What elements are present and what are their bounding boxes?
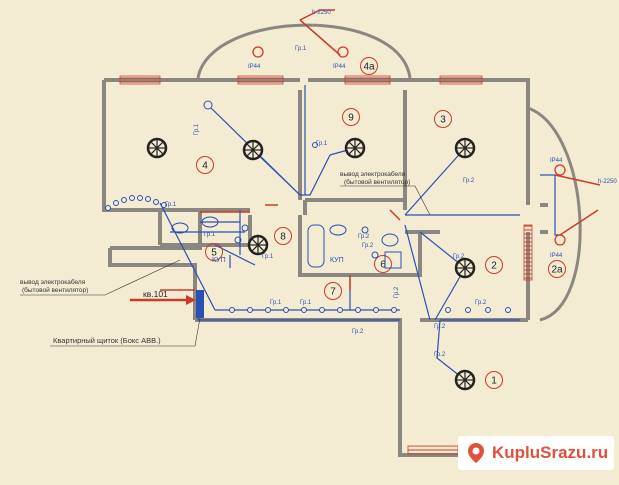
- label-gr1-f: Гр.1: [262, 254, 274, 260]
- lamps: [146, 137, 476, 391]
- red-cables: [160, 9, 601, 291]
- label-gr1-d: Гр.1: [165, 202, 177, 208]
- label-ip44-d: IP44: [550, 253, 563, 259]
- ceiling-lamp-icon: [454, 137, 476, 159]
- room-number: 6: [380, 260, 386, 271]
- label-ip44-a: IP44: [248, 64, 261, 70]
- ip44-lamps: [252, 46, 566, 246]
- room-marker-r3: 3: [434, 110, 452, 128]
- label-gr2-h: Гр.2: [434, 352, 446, 358]
- ceiling-lamp-icon: [146, 137, 168, 159]
- note-cable-line1: вывод электрокабеля: [20, 278, 86, 286]
- label-gr1-b: Гр.1: [194, 123, 200, 135]
- label-kup-b: КУП: [330, 257, 344, 264]
- room-marker-r1: 1: [485, 371, 503, 389]
- label-gr2-b: Гр.2: [358, 234, 370, 240]
- ceiling-lamp-icon: [247, 234, 269, 256]
- wiring: [159, 85, 560, 381]
- entry-arrow: [130, 295, 196, 305]
- label-gr1-a: Гр.1: [295, 46, 307, 52]
- label-gr1-e: Гр.1: [204, 232, 216, 238]
- ceiling-lamp-icon: [242, 139, 264, 161]
- note-cable-line2: (бытовой вентилятор): [22, 286, 88, 294]
- label-gr2-a: Гр.2: [463, 178, 475, 184]
- location-pin-icon: [468, 443, 484, 463]
- note-vent-line1: вывод электрокабеля: [340, 170, 406, 178]
- label-kup-a: КУП: [212, 257, 226, 264]
- label-gr2-e: Гр.2: [475, 300, 487, 306]
- room-marker-r2: 2: [485, 256, 503, 274]
- label-h2250-b: h-2250: [598, 179, 617, 185]
- apartment-panel: [196, 290, 204, 318]
- note-vent-line2: (бытовой вентилятор): [344, 178, 410, 186]
- label-gr2-d: Гр.2: [453, 254, 465, 260]
- label-gr2-i: Гр.2: [394, 286, 400, 298]
- room-number: 9: [348, 113, 354, 124]
- label-gr1-g: Гр.1: [270, 300, 282, 306]
- note-panel: Квартирный щиток (Бокс ABB.): [53, 336, 161, 345]
- room-marker-r4a: 4а: [360, 57, 378, 75]
- room-number: 2а: [551, 265, 563, 276]
- ceiling-lamp-icon: [454, 257, 476, 279]
- label-gr2-g: Гр.2: [434, 324, 446, 330]
- bay-4a: [196, 23, 412, 79]
- labels: Гр.1 IP44 IP44 h-2250 h-2250 IP44 IP44 Г…: [20, 10, 617, 358]
- watermark-text: KupluSrazu.ru: [492, 443, 609, 462]
- bay-2a: [527, 106, 582, 322]
- room-marker-r2a: 2а: [548, 260, 566, 278]
- room-number: 1: [491, 376, 497, 387]
- room-marker-r6: 6: [374, 255, 392, 273]
- label-ip44-b: IP44: [333, 64, 346, 70]
- room-marker-r8: 8: [274, 227, 292, 245]
- room-number: 8: [280, 232, 286, 243]
- ceiling-lamp-icon: [344, 137, 366, 159]
- room-number: 3: [440, 115, 446, 126]
- ceiling-lamp-icon: [454, 369, 476, 391]
- room-number: 4: [202, 161, 208, 172]
- label-gr2-f: Гр.2: [352, 329, 364, 335]
- room-number: 4а: [363, 62, 375, 73]
- room-markers: 4 4а 9 3 8 5 6 7 2 2а 1: [196, 57, 566, 389]
- outlets: [105, 100, 511, 313]
- label-gr1-c: Гр.1: [316, 141, 328, 147]
- room-marker-r4: 4: [196, 156, 214, 174]
- room-number: 2: [491, 261, 497, 272]
- label-h2250-a: h-2250: [312, 10, 331, 16]
- room-marker-r5: 5: [205, 243, 223, 261]
- note-entry: кв.101: [143, 289, 168, 299]
- label-gr2-c: Гр.2: [362, 243, 374, 249]
- room-number: 7: [330, 287, 336, 298]
- room-number: 5: [211, 248, 217, 259]
- room-marker-r9: 9: [342, 108, 360, 126]
- label-gr1-h: Гр.1: [300, 300, 312, 306]
- fixtures: [171, 216, 402, 269]
- label-ip44-c: IP44: [550, 158, 563, 164]
- walls: [102, 78, 548, 457]
- watermark-logo: KupluSrazu.ru: [458, 436, 614, 470]
- room-marker-r7: 7: [324, 282, 342, 300]
